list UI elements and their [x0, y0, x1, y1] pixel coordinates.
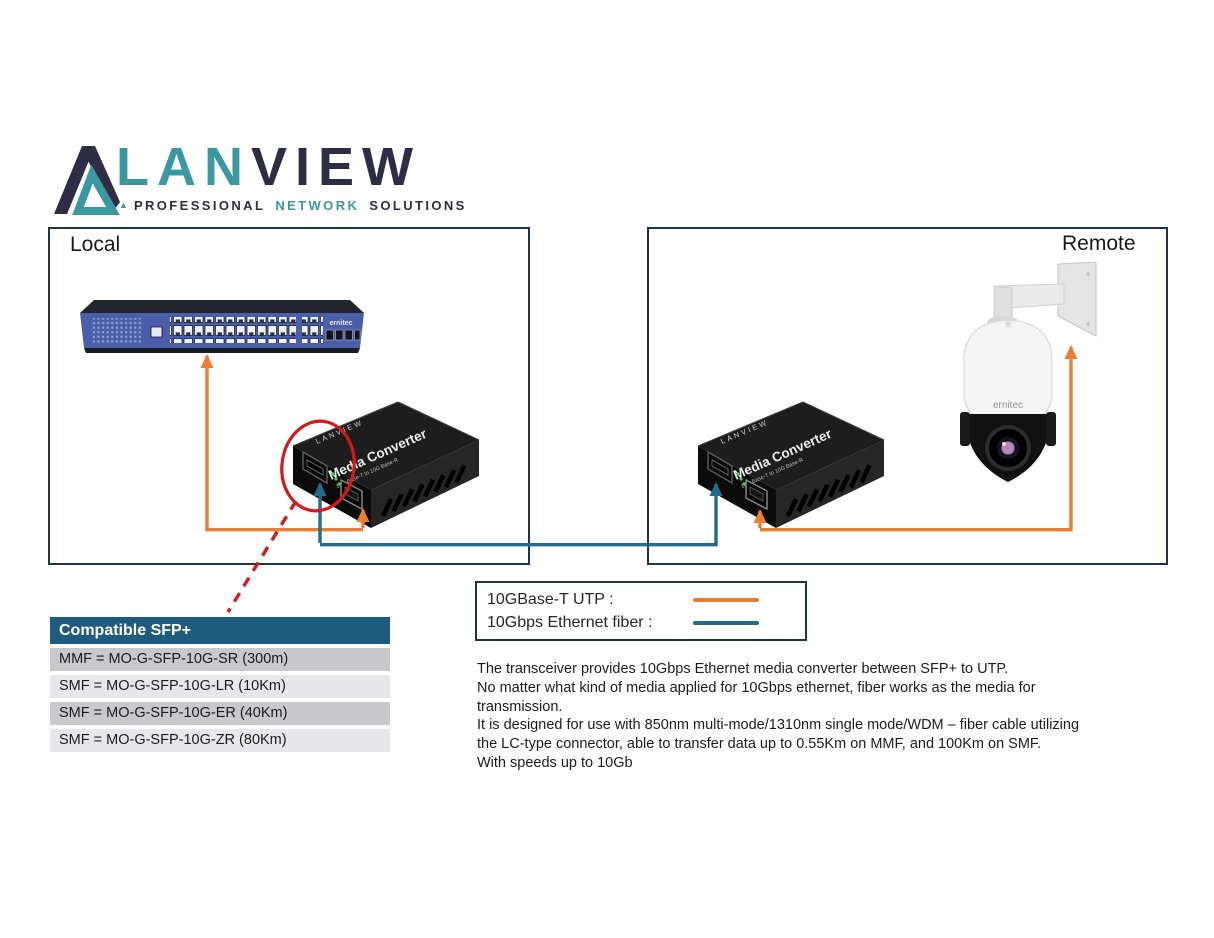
tagline-word-professional: PROFESSIONAL [133, 198, 266, 213]
media-converter-local-image: LANVIEW Media Converter 10G Base-T to 10… [292, 401, 480, 528]
legend-swatch-fiber [693, 621, 759, 625]
legend-label-utp: 10GBase-T UTP : [487, 591, 614, 608]
tagline-word-network: NETWORK [275, 198, 360, 213]
switch-console-port [150, 326, 163, 338]
switch-brand-label: ernitec [330, 320, 353, 327]
switch-rj45-ports [170, 317, 296, 343]
sfp-table-row: SMF = MO-G-SFP-10G-LR (10Km) [50, 675, 390, 698]
media-converter-remote-image: LANVIEW Media Converter 10G Base-T to 10… [697, 401, 885, 528]
compatible-sfp-table: Compatible SFP+ MMF = MO-G-SFP-10G-SR (3… [50, 617, 390, 752]
local-zone-label: Local [70, 233, 121, 256]
sfp-table-row: MMF = MO-G-SFP-10G-SR (300m) [50, 648, 390, 671]
sfp-table-row: SMF = MO-G-SFP-10G-ZR (80Km) [50, 729, 390, 752]
legend-item-utp: 10GBase-T UTP : [487, 588, 787, 612]
ptz-camera-image: ernitec [960, 262, 1097, 482]
sfp-table-row: SMF = MO-G-SFP-10G-ER (40Km) [50, 702, 390, 725]
legend-box: 10GBase-T UTP : 10Gbps Ethernet fiber : [475, 581, 807, 641]
product-description-text: The transceiver provides 10Gbps Ethernet… [477, 661, 1080, 771]
lanview-logo-icon [54, 146, 120, 215]
converter-led-indicators [736, 472, 746, 486]
lanview-logo: LANVIEW ▲ PROFESSIONAL NETWORK SOLUTIONS [52, 138, 464, 218]
network-switch-image: ernitec [80, 300, 364, 353]
legend-swatch-utp [693, 598, 759, 602]
logo-word-lan: LAN [116, 137, 251, 197]
tagline-triangle-icon: ▲ [119, 200, 128, 210]
tagline-word-solutions: SOLUTIONS [369, 198, 467, 213]
camera-brand-label: ernitec [993, 400, 1023, 411]
switch-uplink-ports [302, 317, 323, 343]
legend-item-fiber: 10Gbps Ethernet fiber : [487, 611, 787, 635]
legend-label-fiber: 10Gbps Ethernet fiber : [487, 614, 653, 631]
logo-word-view: VIEW [250, 137, 421, 197]
sfp-table-header: Compatible SFP+ [50, 617, 390, 644]
logo-wordmark: LANVIEW [116, 140, 421, 194]
logo-tagline: ▲ PROFESSIONAL NETWORK SOLUTIONS [119, 198, 467, 213]
switch-sfp-slots [325, 329, 361, 341]
remote-zone-label: Remote [1062, 232, 1136, 255]
